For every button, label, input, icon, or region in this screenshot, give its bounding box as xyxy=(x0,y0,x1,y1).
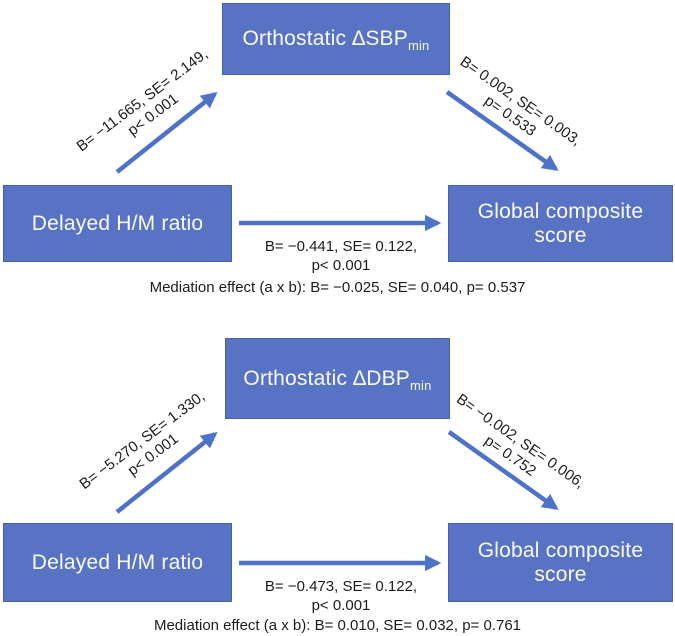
path-c-line1: B= −0.441, SE= 0.122, xyxy=(264,238,418,255)
predictor-label: Delayed H/M ratio xyxy=(31,550,204,574)
mediator-subscript: min xyxy=(410,377,432,393)
mediator-label: Orthostatic ∆SBPmin xyxy=(242,27,430,54)
path-a-arrow xyxy=(115,431,218,514)
path-c-label: B= −0.473, SE= 0.122, p< 0.001 xyxy=(236,577,446,615)
path-c-line1: B= −0.473, SE= 0.122, xyxy=(264,578,418,595)
mediation-effect-note: Mediation effect (a x b): B= −0.025, SE=… xyxy=(149,279,526,296)
predictor-box: Delayed H/M ratio xyxy=(3,185,232,262)
outcome-label: Global composite score xyxy=(477,538,644,586)
mediator-box: Orthostatic ∆SBPmin xyxy=(222,3,450,75)
outcome-label: Global composite score xyxy=(477,199,644,247)
predictor-box: Delayed H/M ratio xyxy=(3,523,232,602)
path-c-line2: p< 0.001 xyxy=(311,257,371,274)
outcome-box: Global composite score xyxy=(448,523,673,602)
path-c-line2: p< 0.001 xyxy=(311,597,371,614)
path-a-arrow xyxy=(115,91,218,174)
mediator-box: Orthostatic ∆DBPmin xyxy=(225,338,450,419)
path-b-arrow xyxy=(445,90,559,171)
mediator-subscript: min xyxy=(407,38,430,54)
predictor-label: Delayed H/M ratio xyxy=(31,211,204,235)
mediator-label: Orthostatic ∆DBPmin xyxy=(243,366,432,393)
mediation-effect-note: Mediation effect (a x b): B= 0.010, SE= … xyxy=(153,617,522,634)
outcome-box: Global composite score xyxy=(448,185,673,262)
path-c-label: B= −0.441, SE= 0.122, p< 0.001 xyxy=(236,237,446,275)
path-b-arrow xyxy=(447,430,559,510)
